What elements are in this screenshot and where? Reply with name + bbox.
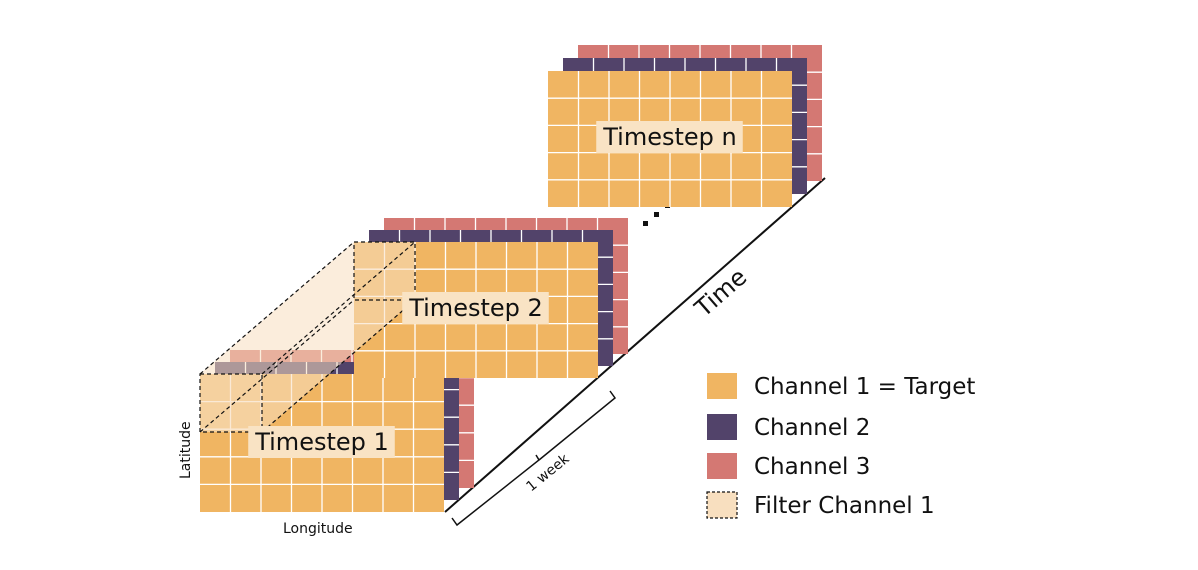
timestep-label-bg	[596, 121, 743, 153]
timestep-label-3: Timestep n	[602, 123, 737, 151]
week-label: 1 week	[523, 451, 573, 496]
legend-swatch-channel2	[707, 414, 737, 440]
time-axis-line	[444, 177, 826, 513]
legend-swatch-channel3	[707, 453, 737, 479]
legend: Channel 1 = Target Channel 2 Channel 3 F…	[706, 373, 975, 519]
week-bracket	[451, 390, 617, 527]
timestep-label-bg	[248, 426, 395, 458]
longitude-label: Longitude	[283, 521, 353, 537]
timestep-label-2: Timestep 2	[408, 294, 543, 322]
legend-label-filter: Filter Channel 1	[754, 493, 935, 519]
time-label: Time	[689, 263, 752, 323]
latitude-label: Latitude	[178, 421, 194, 479]
timestep-label-1: Timestep 1	[254, 428, 389, 456]
legend-label-channel2: Channel 2	[754, 415, 870, 441]
filter-overlay	[199, 241, 416, 433]
legend-label-channel1: Channel 1 = Target	[754, 374, 975, 400]
legend-label-channel3: Channel 3	[754, 454, 870, 480]
legend-swatch-filter	[706, 491, 738, 519]
timestep-label-bg	[402, 292, 549, 324]
legend-swatch-channel1	[707, 373, 737, 399]
